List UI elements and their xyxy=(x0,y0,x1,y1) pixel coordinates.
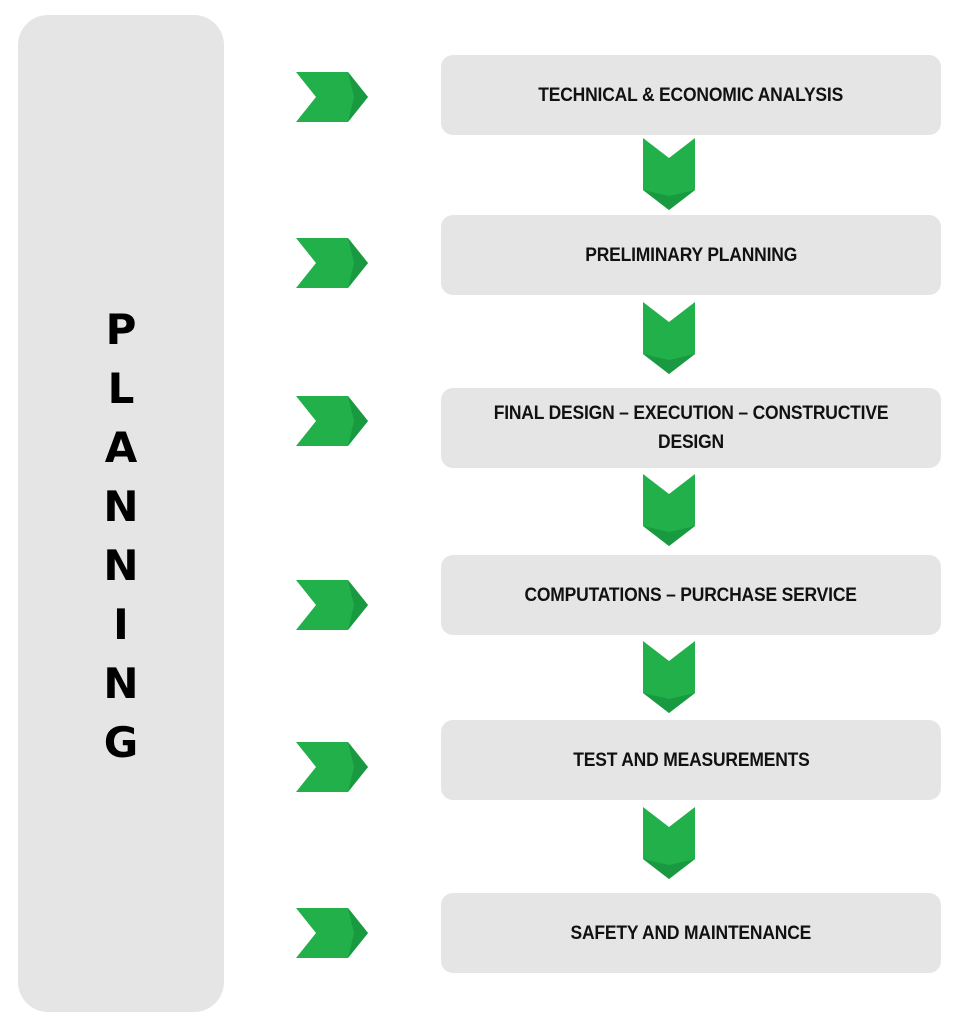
step-computations-purchase-service: COMPUTATIONS – PURCHASE SERVICE xyxy=(441,555,941,635)
planning-side-panel: P L A N N I N G xyxy=(18,15,224,1012)
chevron-right-icon xyxy=(296,72,368,122)
step-label: TECHNICAL & ECONOMIC ANALYSIS xyxy=(538,84,844,106)
step-label: SAFETY AND MAINTENANCE xyxy=(570,922,812,944)
title-letter: N xyxy=(103,659,139,708)
chevron-down-icon xyxy=(643,807,695,879)
step-test-and-measurements: TEST AND MEASUREMENTS xyxy=(441,720,941,800)
title-letter: L xyxy=(107,364,135,413)
chevron-right-icon xyxy=(296,238,368,288)
step-preliminary-planning: PRELIMINARY PLANNING xyxy=(441,215,941,295)
step-label: FINAL DESIGN – EXECUTION – CONSTRUCTIVE … xyxy=(493,403,889,453)
title-letter: N xyxy=(103,541,139,590)
step-label: TEST AND MEASUREMENTS xyxy=(572,749,810,771)
title-letter: P xyxy=(105,305,137,354)
chevron-right-icon xyxy=(296,908,368,958)
planning-vertical-title: P L A N N I N G xyxy=(18,300,224,772)
chevron-down-icon xyxy=(643,641,695,713)
title-letter: A xyxy=(104,423,138,472)
title-letter: G xyxy=(103,718,139,767)
step-final-design: FINAL DESIGN – EXECUTION – CONSTRUCTIVE … xyxy=(441,388,941,468)
step-technical-economic-analysis: TECHNICAL & ECONOMIC ANALYSIS xyxy=(441,55,941,135)
chevron-down-icon xyxy=(643,302,695,374)
step-safety-and-maintenance: SAFETY AND MAINTENANCE xyxy=(441,893,941,973)
title-letter: N xyxy=(103,482,139,531)
chevron-right-icon xyxy=(296,396,368,446)
step-label: COMPUTATIONS – PURCHASE SERVICE xyxy=(524,584,858,606)
chevron-right-icon xyxy=(296,742,368,792)
step-label: PRELIMINARY PLANNING xyxy=(585,244,797,266)
chevron-down-icon xyxy=(643,138,695,210)
chevron-down-icon xyxy=(643,474,695,546)
chevron-right-icon xyxy=(296,580,368,630)
title-letter: I xyxy=(113,600,129,649)
